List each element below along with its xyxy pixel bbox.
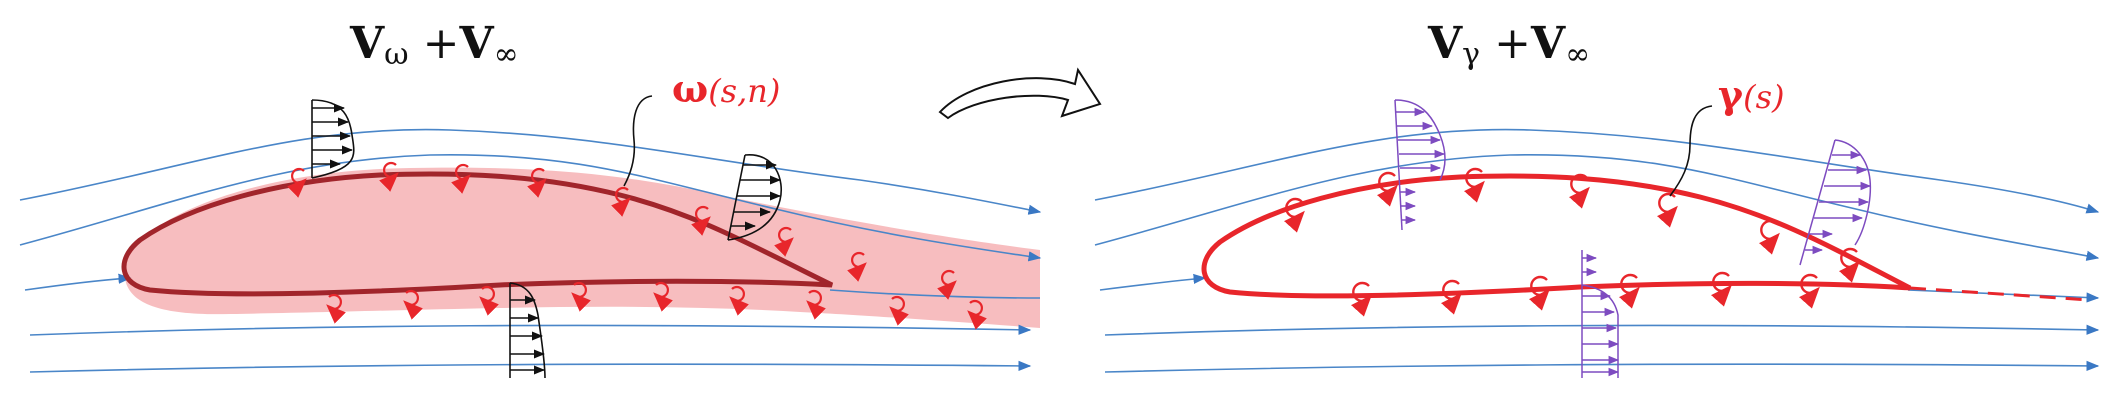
velocity-profile (727, 154, 782, 241)
circular-arrow-icon (691, 205, 711, 236)
streamline (24, 273, 132, 291)
velocity-profile (1799, 139, 1872, 266)
gamma-label: γ(s) (1718, 72, 1784, 117)
circular-arrow-icon (774, 226, 794, 257)
streamline (1104, 360, 2100, 373)
circular-arrow-icon (1529, 275, 1550, 311)
omega-label: ω(s,n) (672, 66, 780, 111)
streamline (1104, 324, 2100, 336)
circular-arrow-icon (1569, 173, 1590, 209)
velocity-profile (509, 282, 546, 379)
circular-arrow-icon (403, 289, 423, 320)
circular-arrow-icon (287, 167, 307, 198)
right-panel: Vγ +V∞ (1094, 18, 2100, 378)
streamline (29, 324, 1032, 336)
circular-arrow-icon (1284, 197, 1305, 233)
circular-arrow-icon (527, 167, 547, 198)
circular-arrow-icon (1799, 273, 1820, 309)
circular-arrow-icon (1619, 273, 1640, 309)
circular-arrow-icon (326, 293, 346, 324)
streamline (1094, 153, 2100, 261)
curved-right-arrow-icon (938, 67, 1102, 120)
wake-line (1909, 286, 2091, 302)
circular-arrow-icon (611, 186, 631, 217)
circular-arrow-icon (967, 299, 987, 330)
label-leader-line (623, 95, 653, 187)
vorticity-region (124, 167, 1041, 328)
vortex-symbols (1284, 167, 1860, 317)
left-panel: Vω +V∞ (19, 18, 1042, 379)
velocity-profile (1581, 250, 1620, 378)
airfoil (121, 171, 834, 297)
circular-arrow-icon (729, 285, 749, 316)
circular-arrow-icon (1711, 271, 1732, 307)
label-leader-line (1669, 105, 1713, 197)
circular-arrow-icon (479, 285, 499, 316)
circular-arrow-icon (937, 269, 957, 300)
circular-arrow-icon (1657, 192, 1678, 228)
right-title: Vγ +V∞ (1427, 18, 1590, 72)
streamline (829, 289, 1041, 299)
circular-arrow-icon (451, 163, 471, 194)
circular-arrow-icon (1441, 279, 1462, 315)
streamline (19, 153, 1042, 262)
streamline (1099, 273, 1207, 291)
left-title: Vω +V∞ (349, 18, 519, 72)
streamline (1094, 128, 2100, 214)
circular-arrow-icon (889, 295, 909, 326)
circular-arrow-icon (1759, 219, 1780, 255)
circular-arrow-icon (1377, 171, 1398, 207)
circular-arrow-icon (571, 281, 591, 312)
velocity-profile (1394, 99, 1446, 231)
circular-arrow-icon (379, 161, 399, 192)
airfoil (1201, 173, 1912, 299)
circular-arrow-icon (653, 281, 673, 312)
vortex-symbols (287, 161, 987, 330)
circular-arrow-icon (1839, 247, 1860, 283)
streamline (29, 360, 1032, 373)
streamline (19, 128, 1042, 215)
circular-arrow-icon (1464, 167, 1485, 203)
circular-arrow-icon (1351, 281, 1372, 317)
circular-arrow-icon (806, 289, 826, 320)
velocity-profile (311, 99, 355, 179)
circular-arrow-icon (847, 251, 867, 282)
